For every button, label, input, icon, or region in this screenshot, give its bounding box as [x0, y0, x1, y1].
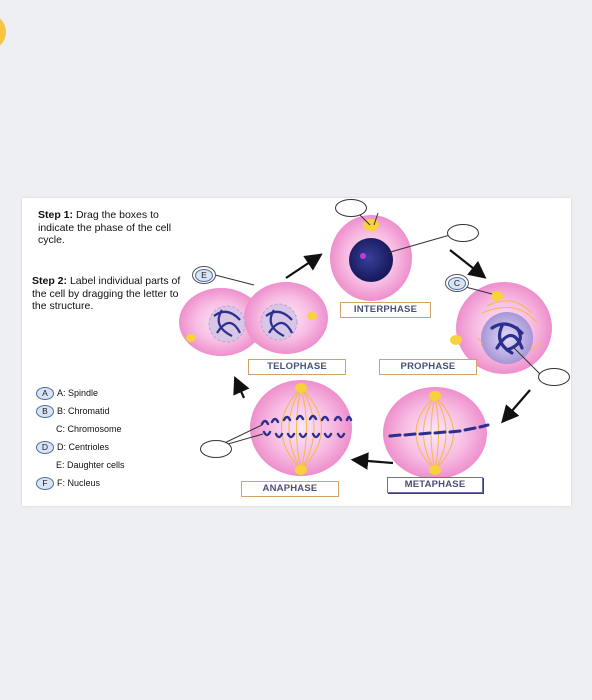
legend-item-spindle: A A: Spindle: [36, 384, 176, 402]
legend-item-centrioles: D D: Centrioles: [36, 438, 176, 456]
legend-text: D: Centrioles: [57, 442, 110, 452]
step1-text: Drag the boxes to indicate the phase of …: [38, 209, 172, 246]
legend-text: E: Daughter cells: [56, 460, 125, 470]
label-legend: A A: Spindle B B: Chromatid C: Chromosom…: [36, 384, 176, 492]
drop-target-chromatid[interactable]: [538, 368, 570, 386]
phase-label-prophase[interactable]: PROPHASE: [379, 359, 477, 375]
drop-target-spindle[interactable]: [200, 440, 232, 458]
interphase-cell: [330, 212, 451, 301]
legend-text: A: Spindle: [57, 388, 99, 398]
draggable-badge-b[interactable]: B: [36, 404, 54, 418]
draggable-badge-d[interactable]: D: [36, 440, 54, 454]
drop-target-centrioles[interactable]: [335, 199, 367, 217]
legend-item-nucleus: F F: Nucleus: [36, 474, 176, 492]
step2-label: Step 2:: [32, 275, 68, 287]
draggable-badge-f[interactable]: F: [36, 476, 54, 490]
step1-instruction: Step 1: Drag the boxes to indicate the p…: [38, 209, 173, 247]
anaphase-cell: [213, 380, 353, 476]
phase-label-anaphase[interactable]: ANAPHASE: [241, 481, 339, 497]
legend-item-chromosome: C: Chromosome: [36, 420, 176, 438]
phase-label-telophase[interactable]: TELOPHASE: [248, 359, 346, 375]
corner-tab: [0, 14, 6, 50]
legend-text: C: Chromosome: [56, 424, 122, 434]
legend-item-chromatid: B B: Chromatid: [36, 402, 176, 420]
placed-badge-c[interactable]: C: [445, 274, 469, 292]
legend-item-daughter-cells: E: Daughter cells: [36, 456, 176, 474]
draggable-badge-a[interactable]: A: [36, 386, 54, 400]
legend-text: B: Chromatid: [57, 406, 110, 416]
placed-badge-e[interactable]: E: [192, 266, 216, 284]
legend-text: F: Nucleus: [57, 478, 101, 488]
phase-label-metaphase[interactable]: METAPHASE: [387, 477, 483, 493]
step2-text: Label individual parts of the cell by dr…: [32, 275, 181, 312]
badge-c-letter: C: [448, 276, 466, 290]
activity-card: Step 1: Drag the boxes to indicate the p…: [22, 198, 571, 506]
cycle-arrows: [233, 249, 531, 470]
step2-instruction: Step 2: Label individual parts of the ce…: [32, 275, 192, 313]
telophase-cells: [179, 274, 328, 356]
metaphase-cell: [383, 387, 490, 479]
cell-cycle-diagram: [179, 212, 552, 479]
drop-target-nucleus[interactable]: [447, 224, 479, 242]
step1-label: Step 1:: [38, 209, 74, 221]
interphase-nucleus: [349, 238, 393, 282]
phase-label-interphase[interactable]: INTERPHASE: [340, 302, 431, 318]
badge-e-letter: E: [195, 268, 213, 282]
prophase-cell: [450, 282, 552, 377]
